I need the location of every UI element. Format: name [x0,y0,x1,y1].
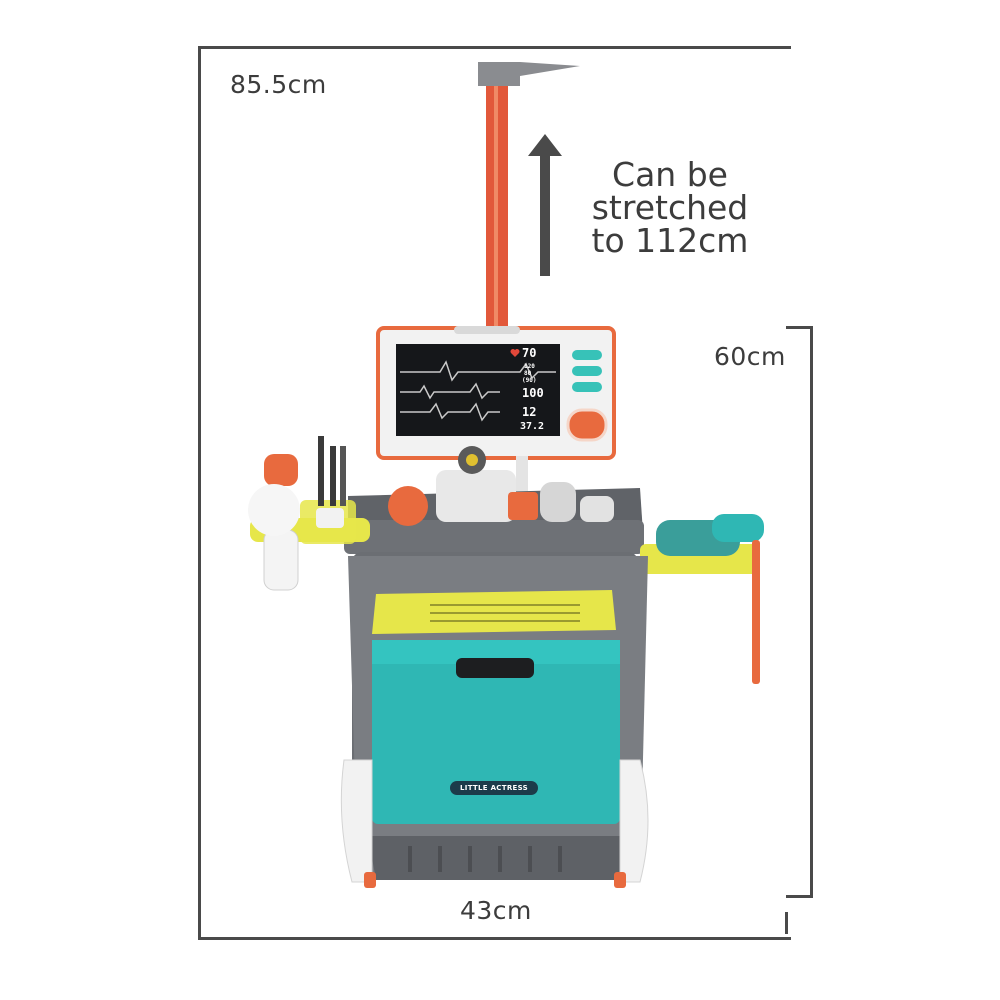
resp-readout: 12 [522,405,537,419]
cart-height-label: 60cm [714,342,786,371]
width-bracket-right-tick [785,912,788,934]
spo2-readout: 100 [522,386,544,400]
stretch-note: Can be stretched to 112cm [560,158,780,257]
total-height-label: 85.5cm [230,70,327,99]
width-label: 43cm [460,896,532,925]
brand-badge: LITTLE ACTRESS [450,781,538,795]
bp-line-1: 120 [524,363,535,370]
top-tick [198,46,228,49]
up-arrow-icon [528,134,562,276]
temp-readout: 37.2 [520,421,545,432]
heart-icon [510,349,520,357]
stretch-note-line-2: stretched [591,188,749,227]
bp-line-2: 80 [524,370,532,377]
cart-height-bracket [786,326,813,898]
stretch-note-line-1: Can be [612,155,728,194]
heart-rate-readout: 70 [522,346,537,360]
stretch-note-line-3: to 112cm [591,221,749,260]
height-bracket [198,46,791,940]
bp-line-3: (90) [522,377,537,384]
